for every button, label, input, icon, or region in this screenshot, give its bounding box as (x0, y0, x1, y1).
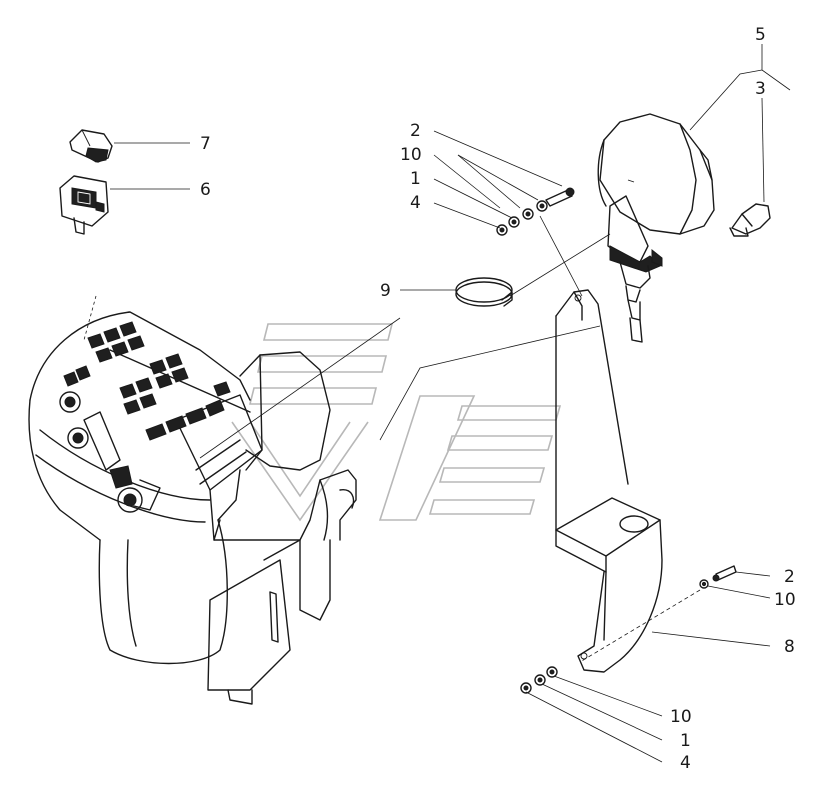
callout-10-bottom: 10 (670, 707, 692, 727)
callout-6: 6 (200, 180, 211, 200)
callout-2-top: 2 (410, 121, 421, 141)
bulb-part (729, 203, 771, 237)
console-assembly (28, 311, 357, 705)
callout-4-bottom: 4 (680, 753, 691, 773)
callout-10-right: 10 (774, 590, 796, 610)
callout-10-top: 10 (400, 145, 422, 165)
hardware-top-group (496, 187, 575, 236)
callout-4-top: 4 (410, 193, 421, 213)
leader-lines (83, 44, 791, 763)
callout-1-top: 1 (410, 169, 421, 189)
callout-labels: 5 3 7 6 2 10 1 4 9 2 10 8 10 1 4 (200, 25, 796, 773)
callout-9: 9 (380, 281, 391, 301)
callout-1-bottom: 1 (680, 731, 691, 751)
clamp-ring-part (455, 277, 513, 307)
callout-3: 3 (755, 79, 766, 99)
callout-2-right: 2 (784, 567, 795, 587)
rocker-cap-part (69, 129, 113, 163)
hardware-right-group (699, 565, 737, 589)
mounting-bracket-part (555, 289, 663, 673)
horn-housing-part (597, 113, 715, 343)
callout-5: 5 (755, 25, 766, 45)
switch-housing-part (59, 175, 109, 235)
hardware-bottom-group (520, 666, 558, 694)
callout-8: 8 (784, 637, 795, 657)
callout-7: 7 (200, 134, 211, 154)
